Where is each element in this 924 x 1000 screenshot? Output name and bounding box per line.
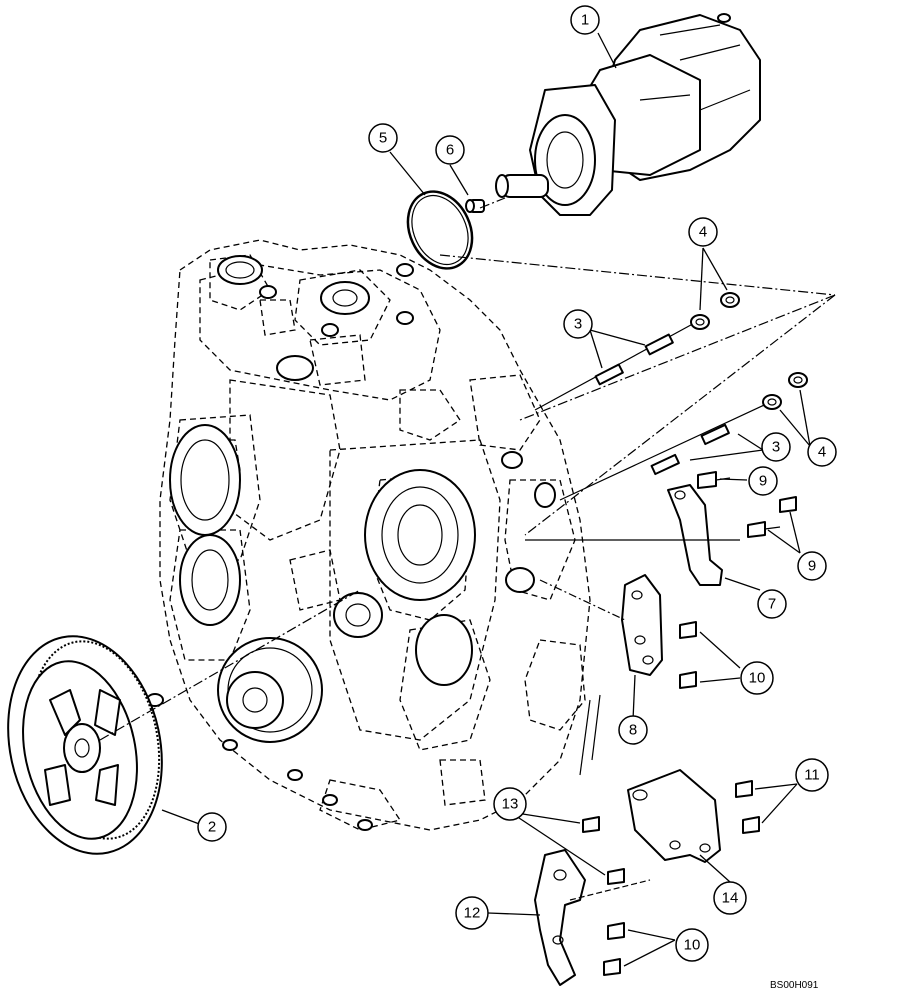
drawing-code: BS00H091 (770, 980, 819, 991)
svg-text:8: 8 (629, 722, 637, 739)
svg-text:6: 6 (446, 142, 454, 159)
callout-4-upper: 4 (688, 217, 718, 247)
callout-3-lower: 3 (761, 432, 791, 462)
svg-text:7: 7 (768, 596, 776, 613)
svg-text:5: 5 (379, 130, 387, 147)
svg-text:14: 14 (722, 890, 739, 907)
callout-14: 14 (713, 881, 747, 915)
callout-7: 7 (757, 589, 787, 619)
support-bolts-13 (582, 816, 625, 885)
studs-upper (534, 292, 740, 411)
svg-text:3: 3 (772, 439, 780, 456)
svg-text:4: 4 (699, 224, 707, 241)
support-bolts-10 (603, 922, 625, 976)
studs-lower (559, 372, 808, 501)
callout-1: 1 (570, 5, 600, 35)
callout-10-upper: 10 (740, 661, 774, 695)
callout-2: 2 (197, 812, 227, 842)
svg-text:2: 2 (208, 819, 216, 836)
callout-9-lower: 9 (797, 551, 827, 581)
centerlines (439, 197, 836, 536)
svg-text:3: 3 (574, 316, 582, 333)
plate-bolts (679, 621, 697, 689)
svg-text:10: 10 (684, 937, 701, 954)
svg-text:10: 10 (749, 670, 766, 687)
assembly-lines (539, 579, 626, 776)
svg-text:11: 11 (804, 767, 820, 784)
svg-text:13: 13 (502, 796, 519, 813)
bracket-bolts (697, 471, 797, 538)
o-ring (406, 190, 474, 270)
support-plate (621, 574, 663, 676)
callout-6: 6 (435, 135, 465, 165)
callout-9-upper: 9 (748, 466, 778, 496)
callout-8: 8 (618, 715, 648, 745)
engine-features (146, 255, 556, 831)
lower-bracket-bolts (735, 780, 760, 834)
svg-text:9: 9 (808, 558, 816, 575)
injection-pump (495, 13, 761, 216)
svg-text:1: 1 (581, 12, 589, 29)
callout-4-lower: 4 (807, 437, 837, 467)
lower-support (534, 849, 651, 986)
svg-text:12: 12 (464, 905, 481, 922)
callout-5: 5 (368, 123, 398, 153)
lower-bracket (627, 769, 721, 863)
plug (465, 199, 485, 213)
leader-lines (161, 32, 811, 967)
callout-3-upper: 3 (563, 309, 593, 339)
callout-10-lower: 10 (675, 928, 709, 962)
pump-bracket (525, 484, 740, 586)
drive-gear (7, 589, 361, 855)
callout-12: 12 (455, 896, 489, 930)
callout-13: 13 (493, 787, 527, 821)
svg-text:9: 9 (759, 473, 767, 490)
callout-11: 11 (795, 758, 829, 792)
svg-text:4: 4 (818, 444, 826, 461)
